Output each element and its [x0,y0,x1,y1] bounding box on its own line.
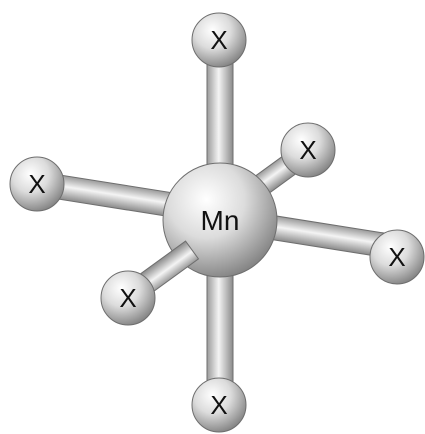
ligand-front-left: X [100,270,156,326]
svg-text:X: X [119,283,136,313]
svg-text:X: X [210,390,227,420]
ligand-top: X [191,12,247,68]
ligand-left: X [9,156,65,212]
central-atom-label: Mn [201,205,240,236]
ligand-bottom: X [191,377,247,433]
svg-text:X: X [210,25,227,55]
ligand-back-right: X [280,122,336,178]
ligand-right: X [369,229,425,285]
svg-text:X: X [28,169,45,199]
svg-text:X: X [299,135,316,165]
svg-text:X: X [388,242,405,272]
